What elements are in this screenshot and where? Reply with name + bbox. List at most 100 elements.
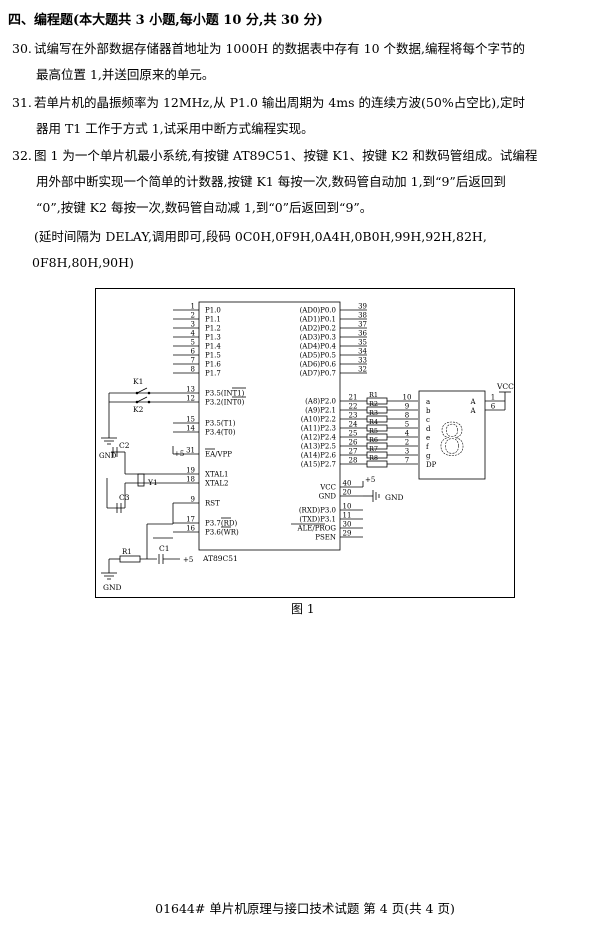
segment-label: a [426, 398, 430, 406]
pin-number: 24 [349, 421, 358, 429]
switch-lever [136, 387, 148, 394]
c3-label: C3 [119, 493, 130, 502]
pin-name: (AD4)P0.4 [300, 343, 337, 351]
question-number: 32. [12, 148, 32, 163]
switch-contact [147, 400, 151, 404]
segment-pin-number: 8 [405, 412, 409, 420]
pin-number: 20 [343, 489, 352, 497]
segment-label: d [426, 425, 431, 433]
vcc-label: VCC [496, 382, 514, 391]
segment-pin-number: 2 [405, 439, 409, 447]
pin-name: P1.2 [205, 325, 221, 333]
chip-body [198, 301, 341, 551]
segment-pin-number: 3 [405, 448, 409, 456]
k1-label: K1 [133, 377, 143, 386]
pin-number: 16 [186, 525, 195, 533]
segment-pin-number: 7 [405, 457, 409, 465]
pin-name: P1.6 [205, 361, 221, 369]
gnd-label: GND [99, 452, 117, 460]
plus5-label: +5 [365, 476, 375, 484]
pin-number: 7 [191, 357, 195, 365]
plus5-label: +5 [183, 556, 193, 564]
section-title: 四、编程题(本大题共 3 小题,每小题 10 分,共 30 分) [8, 13, 323, 28]
c1-label: C1 [159, 544, 170, 553]
pin-name: (TXD)P3.1 [299, 516, 336, 524]
pin-number: 30 [343, 521, 352, 529]
pin-number: 1 [191, 303, 195, 311]
common-pin-number: 1 [491, 394, 495, 402]
resistor-label: R4 [369, 418, 378, 426]
question-text: “0”,按键 K2 每按一次,数码管自动减 1,到“0”后返回到“9”。 [36, 200, 373, 215]
resistor-label: R7 [369, 445, 378, 453]
segment-pin-number: 9 [405, 403, 409, 411]
figure-caption: 图 1 [291, 602, 315, 616]
pin-number: 23 [349, 412, 358, 420]
seven-segment-display [418, 390, 486, 480]
pin-number: 32 [358, 366, 367, 374]
question-number: 30. [12, 41, 32, 56]
pin-number: 18 [186, 476, 195, 484]
pin-name: (A9)P2.1 [305, 407, 336, 415]
pin-name: VCC [319, 484, 336, 492]
pin-name: EA/VPP [205, 451, 232, 459]
resistor-label: R2 [369, 400, 378, 408]
question-text: 最高位置 1,并送回原来的单元。 [36, 67, 215, 82]
pin-name: P1.7 [205, 370, 221, 378]
common-pin-label: A [469, 407, 476, 415]
hint-line: 0F8H,80H,90H) [32, 255, 134, 270]
pin-number: 27 [349, 448, 358, 456]
pin-name: (A15)P2.7 [301, 461, 336, 469]
pin-name: (AD0)P0.0 [300, 307, 336, 315]
segment-pin-number: 5 [405, 421, 409, 429]
pin-number: 33 [358, 357, 367, 365]
pin-name: (AD3)P0.3 [300, 334, 336, 342]
pin-name: (A8)P2.0 [305, 398, 336, 406]
question-text: 若单片机的晶振频率为 12MHz,从 P1.0 输出周期为 4ms 的连续方波(… [34, 95, 526, 110]
pin-number: 3 [191, 321, 195, 329]
pin-name: (A10)P2.2 [301, 416, 336, 424]
pin-name: XTAL2 [205, 480, 228, 488]
switch-contact [147, 391, 151, 395]
pin-name: PSEN [315, 534, 336, 542]
pin-name: (AD2)P0.2 [300, 325, 336, 333]
resistor-label: R6 [369, 436, 378, 444]
pin-name: P1.1 [205, 316, 221, 324]
segment-label: DP [426, 461, 437, 469]
pin-number: 2 [191, 312, 195, 320]
pin-name: (A13)P2.5 [301, 443, 336, 451]
pin-number: 10 [343, 503, 352, 511]
pin-number: 21 [349, 394, 358, 402]
pin-number: 35 [358, 339, 367, 347]
figure-border [95, 288, 515, 598]
segment-pin-number: 10 [403, 394, 412, 402]
hint-note: (延时间隔为 DELAY,调用即可,段码 0C0H,0F9H,0A4H,0B0H… [32, 224, 600, 276]
pin-name: P1.5 [205, 352, 221, 360]
pin-number: 25 [349, 430, 358, 438]
segment-label: c [426, 416, 430, 424]
pin-number: 13 [186, 386, 195, 394]
r1-label: R1 [122, 548, 132, 556]
page-footer: 01644# 单片机原理与接口技术试题 第 4 页(共 4 页) [155, 901, 455, 916]
pin-number: 19 [186, 467, 195, 475]
pin-name: P3.5(INT1) [205, 390, 245, 398]
pin-number: 14 [186, 425, 195, 433]
pin-name: (AD7)P0.7 [300, 370, 336, 378]
pin-number: 31 [186, 447, 195, 455]
pin-number: 15 [186, 416, 195, 424]
pin-name: GND [319, 493, 337, 501]
pin-number: 22 [349, 403, 358, 411]
pin-number: 8 [191, 366, 195, 374]
common-pin-label: A [469, 398, 476, 406]
pin-number: 6 [191, 348, 196, 356]
segment-label: e [426, 434, 430, 442]
pin-number: 40 [343, 480, 352, 488]
question-32: 32.图 1 为一个单片机最小系统,有按键 AT89C51、按键 K1、按键 K… [12, 143, 598, 221]
resistor-label: R8 [369, 454, 378, 462]
display-digit: 8 [438, 415, 466, 466]
pin-name: ALE/PROG [297, 525, 337, 533]
segment-label: f [426, 443, 430, 451]
pin-name: (A11)P2.3 [301, 425, 336, 433]
pin-name: P1.0 [205, 307, 221, 315]
question-text: 用外部中断实现一个简单的计数器,按键 K1 每按一次,数码管自动加 1,到“9”… [36, 174, 506, 189]
